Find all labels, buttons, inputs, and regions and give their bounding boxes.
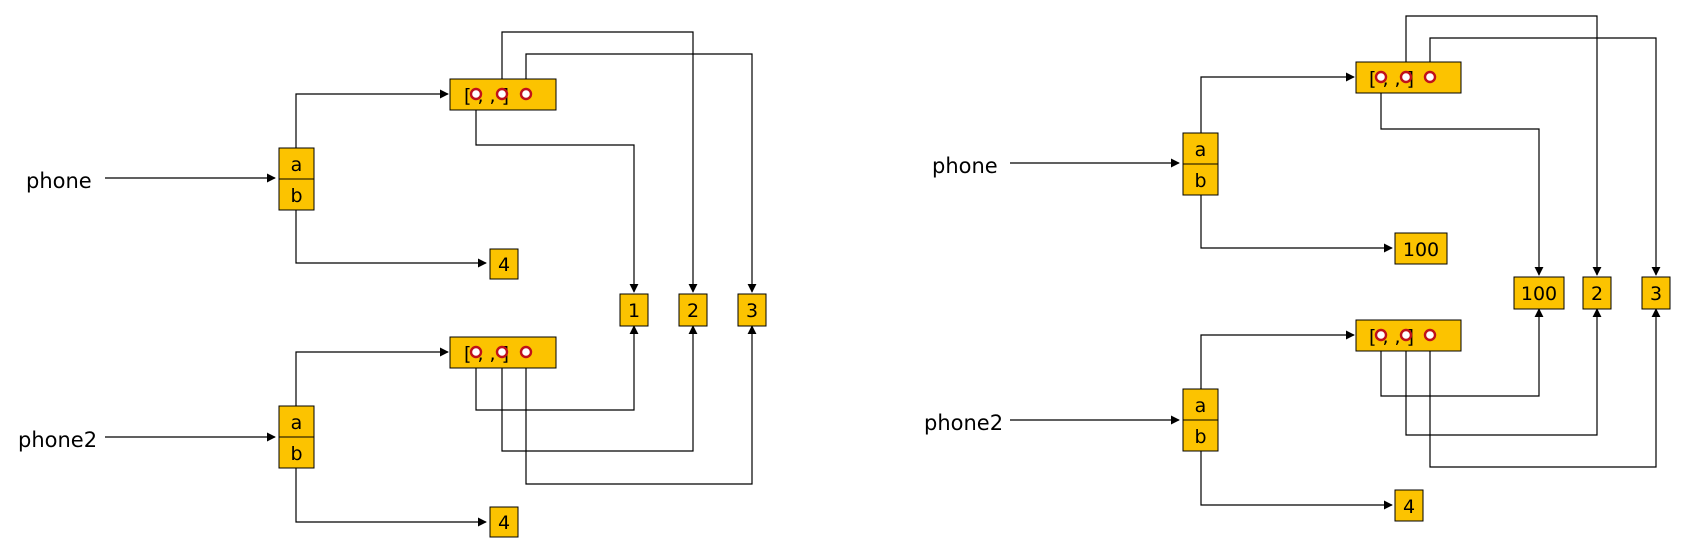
svg-text:1: 1	[628, 300, 640, 322]
value-3: 3	[1641, 276, 1671, 310]
edge-obj2-a-to-list2	[1200, 330, 1355, 389]
edge-list2-item3-to-3	[1429, 308, 1661, 468]
reference-dot-icon	[519, 345, 533, 359]
object-phone: a b	[1182, 132, 1219, 196]
svg-text:3: 3	[1650, 283, 1662, 305]
field-b: b	[290, 443, 302, 465]
reference-dot-icon	[1399, 328, 1413, 342]
edge-list1-item1-to-1	[475, 96, 639, 293]
edge-obj1-a-to-list1	[1200, 72, 1355, 133]
panel-after: phone phone2 a b a b [ , , ] [ , , ]	[924, 15, 1671, 522]
variable-label-phone: phone	[26, 169, 92, 193]
svg-text:2: 2	[687, 300, 699, 322]
svg-text:2: 2	[1591, 283, 1603, 305]
list-object-2: [ , , ]	[449, 336, 557, 369]
field-b: b	[290, 185, 302, 207]
object-phone2: a b	[278, 405, 315, 469]
edge-list2-item3-to-3	[525, 325, 757, 485]
svg-text:3: 3	[746, 300, 758, 322]
value-2: 2	[678, 293, 708, 327]
field-a: a	[1195, 395, 1207, 417]
svg-text:100: 100	[1403, 239, 1439, 261]
edge-list2-item1-to-100	[1380, 308, 1544, 397]
svg-text:4: 4	[498, 512, 510, 534]
edge-list1-item3-to-3	[525, 53, 757, 293]
reference-dot-icon	[495, 345, 509, 359]
value-2: 2	[1582, 276, 1612, 310]
field-a: a	[1195, 139, 1207, 161]
edge-list1-item2-to-2	[501, 31, 698, 293]
reference-dot-icon	[1423, 70, 1437, 84]
list-object-1: [ , , ]	[449, 78, 557, 111]
list-object-2: [ , , ]	[1355, 319, 1462, 352]
edge-list2-item2-to-2	[501, 325, 698, 452]
edge-list1-item1-to-100	[1380, 79, 1544, 276]
svg-text:100: 100	[1521, 283, 1557, 305]
value-4-bottom: 4	[489, 506, 519, 538]
field-b: b	[1194, 170, 1206, 192]
reference-dot-icon	[469, 87, 483, 101]
reference-dot-icon	[495, 87, 509, 101]
reference-dot-icon	[1374, 70, 1388, 84]
edges	[1010, 15, 1661, 510]
value-100-shared: 100	[1513, 276, 1565, 310]
field-a: a	[291, 412, 303, 434]
variable-label-phone: phone	[932, 154, 998, 178]
edge-list2-item2-to-2	[1405, 308, 1602, 436]
field-a: a	[291, 154, 303, 176]
field-b: b	[1194, 426, 1206, 448]
reference-dot-icon	[1423, 328, 1437, 342]
edge-obj1-b-to-4	[295, 210, 487, 268]
edge-list2-item1-to-1	[475, 325, 639, 411]
object-phone: a b	[278, 147, 315, 211]
value-100-top: 100	[1394, 232, 1448, 265]
variable-label-phone2: phone2	[18, 428, 97, 452]
value-4-top: 4	[489, 248, 519, 280]
object-phone2: a b	[1182, 388, 1219, 452]
reference-dot-icon	[1374, 328, 1388, 342]
panel-before: phone phone2 a b a b [ , , ] [ , , ]	[18, 31, 767, 538]
svg-text:4: 4	[498, 254, 510, 276]
value-3: 3	[737, 293, 767, 327]
edge-obj2-b-to-4	[1200, 451, 1393, 510]
value-1: 1	[619, 293, 649, 327]
reference-dot-icon	[469, 345, 483, 359]
edge-obj1-b-to-100	[1200, 194, 1393, 253]
variable-label-phone2: phone2	[924, 411, 1003, 435]
list-object-1: [ , , ]	[1355, 61, 1462, 94]
edge-list1-item2-to-2	[1405, 15, 1602, 276]
edge-obj2-a-to-list2	[295, 347, 449, 406]
svg-text:4: 4	[1403, 496, 1415, 518]
reference-dot-icon	[519, 87, 533, 101]
edges	[105, 31, 757, 527]
edge-list1-item3-to-3	[1429, 37, 1661, 276]
value-4: 4	[1394, 489, 1424, 522]
edge-obj2-b-to-4	[295, 468, 487, 527]
edge-obj1-a-to-list1	[295, 89, 449, 148]
reference-dot-icon	[1399, 70, 1413, 84]
